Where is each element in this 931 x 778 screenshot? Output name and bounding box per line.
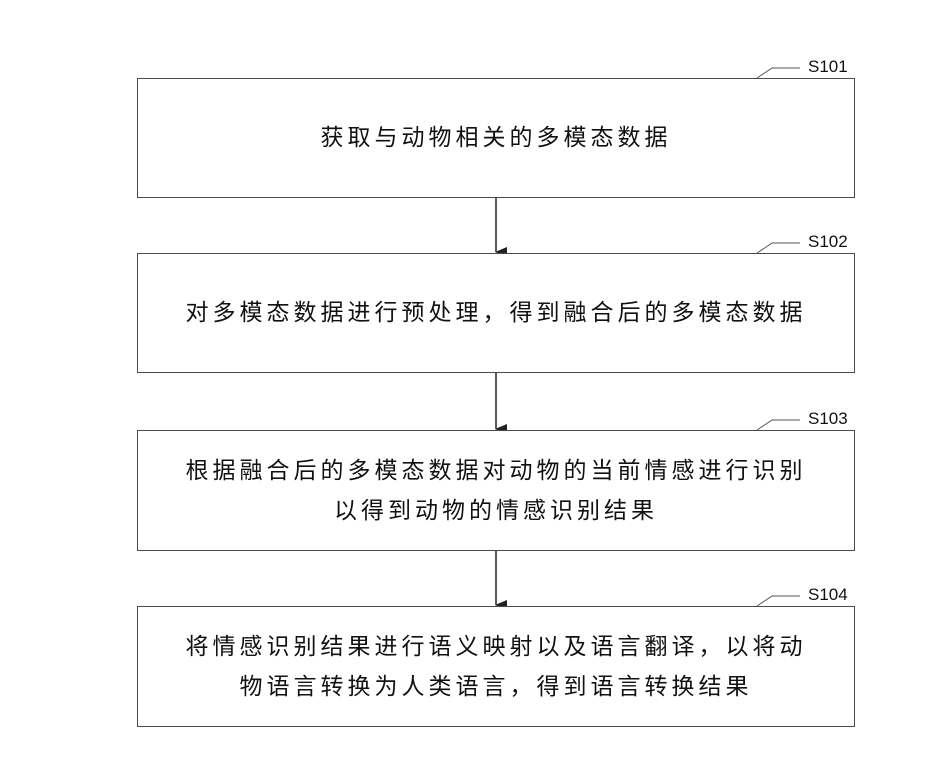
step-label-s104: S104 — [808, 585, 848, 604]
s104-leader — [756, 595, 800, 607]
step-label-s102: S102 — [808, 232, 848, 251]
step-text-line: 根据融合后的多模态数据对动物的当前情感进行识别 — [185, 457, 807, 484]
step-text-line: 对多模态数据进行预处理，得到融合后的多模态数据 — [185, 300, 807, 326]
step-label-s103: S103 — [808, 409, 848, 428]
step-text-line: 获取与动物相关的多模态数据 — [320, 125, 672, 151]
step-box-s101: 获取与动物相关的多模态数据 — [137, 78, 855, 198]
s102-leader — [756, 242, 800, 254]
s101-leader — [756, 67, 800, 79]
step-text-line: 将情感识别结果进行语义映射以及语言翻译，以将动 — [185, 633, 807, 660]
step-text-s104: 将情感识别结果进行语义映射以及语言翻译，以将动 物语言转换为人类语言，得到语言转… — [186, 627, 807, 707]
step-text-s103: 根据融合后的多模态数据对动物的当前情感进行识别 以得到动物的情感识别结果 — [186, 451, 807, 531]
step-box-s104: 将情感识别结果进行语义映射以及语言翻译，以将动 物语言转换为人类语言，得到语言转… — [137, 606, 855, 727]
step-text-line: 物语言转换为人类语言，得到语言转换结果 — [239, 673, 753, 700]
step-text-s101: 获取与动物相关的多模态数据 — [321, 118, 672, 158]
step-text-s102: 对多模态数据进行预处理，得到融合后的多模态数据 — [186, 293, 807, 333]
step-label-s101: S101 — [808, 57, 848, 76]
step-text-line: 以得到动物的情感识别结果 — [334, 497, 658, 524]
s103-leader — [756, 419, 800, 431]
step-box-s102: 对多模态数据进行预处理，得到融合后的多模态数据 — [137, 253, 855, 373]
step-box-s103: 根据融合后的多模态数据对动物的当前情感进行识别 以得到动物的情感识别结果 — [137, 430, 855, 551]
